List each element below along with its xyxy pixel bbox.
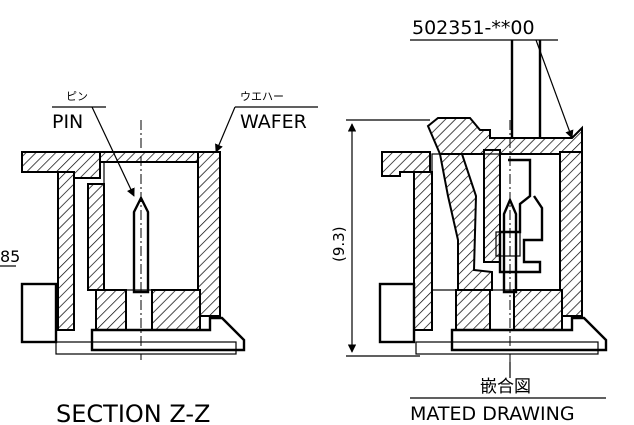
right-housing-bottom-left <box>455 289 491 331</box>
right-base-foot <box>450 316 608 352</box>
left-housing-bottom-left <box>95 289 127 331</box>
right-housing-outer-wall <box>413 171 433 331</box>
left-cavity-outline <box>103 161 199 291</box>
terminal-box <box>495 231 521 257</box>
mated-view-right <box>378 40 608 370</box>
wafer-label: WAFER <box>240 111 307 133</box>
part-number-label: 502351-**00 <box>412 17 535 39</box>
terminal-contact <box>498 158 544 274</box>
pin-label-jp: ピン <box>66 90 88 103</box>
right-housing-top-ledge <box>381 151 431 177</box>
mated-pin-shape <box>502 196 518 294</box>
left-dimension-fragment: 85 <box>0 247 20 266</box>
left-housing-right-wall <box>197 151 221 317</box>
left-base-bottom <box>55 341 237 355</box>
left-base-plate <box>20 282 58 344</box>
left-leaders <box>0 106 318 267</box>
right-base-plate <box>378 282 416 344</box>
height-dimension <box>346 119 430 357</box>
plug-inner-wall <box>483 149 501 263</box>
mated-leader <box>410 362 606 399</box>
cable <box>510 40 542 138</box>
part-number-leader <box>410 39 574 139</box>
right-housing-right-wall <box>559 151 583 317</box>
left-housing-inner-wall <box>87 183 105 291</box>
right-base-bottom <box>415 341 599 355</box>
pin-label: PIN <box>52 111 83 133</box>
mated-drawing-label: MATED DRAWING <box>410 403 575 425</box>
right-housing-bottom-right <box>513 289 563 331</box>
left-housing-bottom-right <box>151 289 201 331</box>
right-cavity-outline <box>431 153 561 291</box>
height-dimension-label: (9.3) <box>330 226 348 262</box>
left-base-foot <box>90 316 246 352</box>
plug-latch-arm <box>438 153 493 291</box>
section-label: SECTION Z-Z <box>56 400 211 425</box>
plug-top-cap <box>426 117 583 155</box>
wafer-label-jp: ウエハー <box>240 90 284 103</box>
mated-label-jp: 嵌合図 <box>480 377 531 397</box>
left-housing-outer-wall <box>57 171 75 331</box>
section-view-left <box>20 120 246 360</box>
pin-shape <box>132 195 150 294</box>
